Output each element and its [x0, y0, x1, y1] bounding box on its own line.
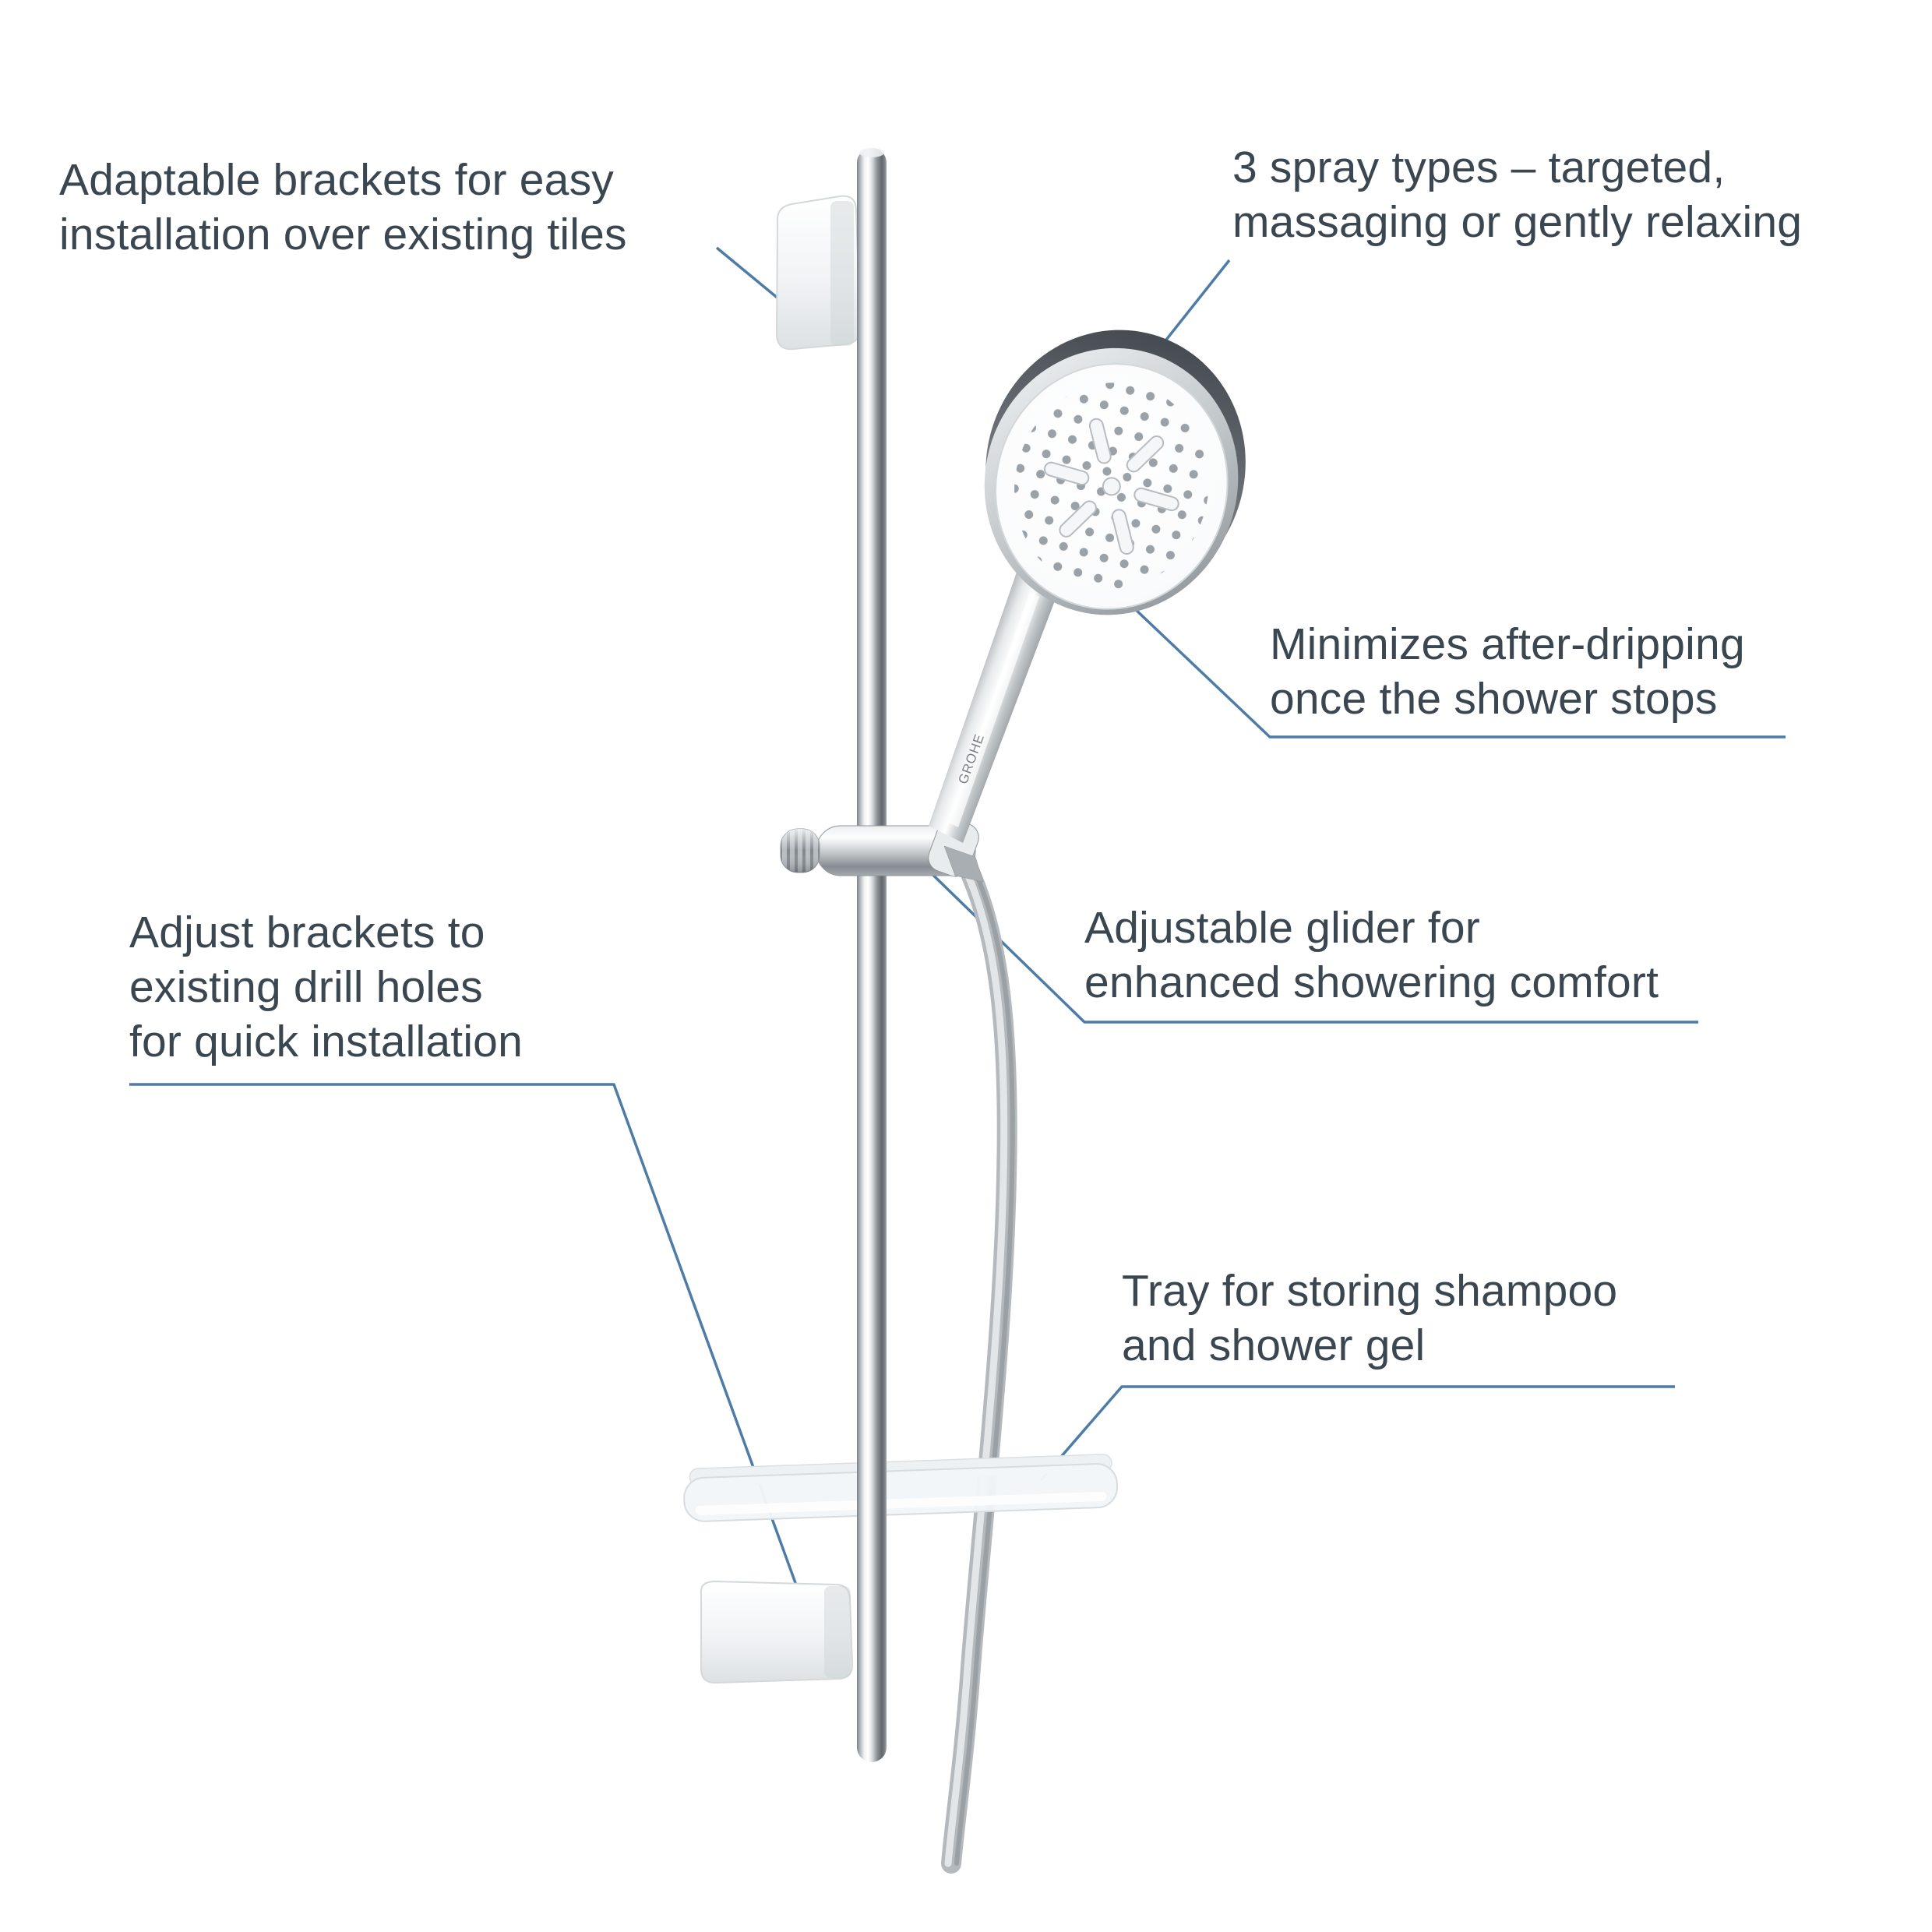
callout-lines — [129, 246, 1786, 1607]
callout-line-tray — [1039, 1385, 1675, 1482]
wall-bracket-bottom — [700, 1580, 854, 1684]
annotation-text-line: and shower gel — [1122, 1320, 1426, 1370]
annotation-glider: Adjustable glider for enhanced showering… — [1084, 901, 1659, 1010]
annotation-text-line: Tray for storing shampoo — [1122, 1266, 1618, 1316]
wall-bracket-top — [775, 195, 862, 351]
annotation-text-line: for quick installation — [129, 1017, 523, 1066]
hand-shower-head — [984, 330, 1246, 615]
hose-connector — [943, 845, 984, 883]
annotation-text-line: Adjustable glider for — [1084, 903, 1480, 953]
shower-rail — [857, 148, 887, 1762]
annotation-text-line: Adjust brackets to — [129, 908, 485, 957]
callout-line-after-dripping — [1086, 562, 1786, 739]
glider — [780, 818, 984, 883]
hand-shower-handle: GROHE — [929, 566, 1061, 843]
annotation-text-line: massaging or gently relaxing — [1232, 197, 1803, 247]
annotation-text-line: enhanced showering comfort — [1084, 957, 1659, 1007]
callout-line-adjust-brackets — [129, 1083, 806, 1607]
annotation-adaptable-brackets: Adaptable brackets for easy installation… — [59, 153, 627, 262]
shower-hose — [941, 864, 1017, 1874]
callout-line-glider — [918, 860, 1698, 1024]
annotation-text-line: Adaptable brackets for easy — [59, 155, 614, 205]
annotation-text-line: existing drill holes — [129, 962, 483, 1012]
annotation-after-dripping: Minimizes after-dripping once the shower… — [1270, 617, 1745, 726]
annotation-text-line: 3 spray types – targeted, — [1232, 143, 1726, 192]
callout-line-adaptable-brackets — [715, 246, 781, 301]
annotation-spray-types: 3 spray types – targeted, massaging or g… — [1232, 140, 1802, 249]
annotation-text-line: once the shower stops — [1270, 674, 1718, 724]
annotation-text-line: Minimizes after-dripping — [1270, 619, 1745, 669]
annotation-text-line: installation over existing tiles — [59, 210, 627, 259]
annotation-tray: Tray for storing shampoo and shower gel — [1122, 1264, 1617, 1373]
annotation-adjust-brackets: Adjust brackets to existing drill holes … — [129, 905, 523, 1069]
spray-slots — [1043, 418, 1179, 555]
storage-tray — [683, 1454, 1119, 1522]
